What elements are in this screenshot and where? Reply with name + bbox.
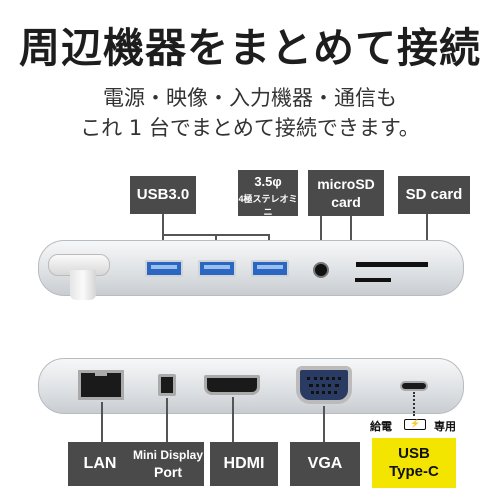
usb-a-port-icon [251, 260, 289, 277]
usb-c-port-icon [400, 381, 428, 391]
audio-label-line-1: 3.5φ [254, 174, 282, 189]
audio-label: 3.5φ 4極ステレオミニ [238, 170, 298, 217]
microsd-label-line-2: card [331, 194, 361, 210]
sd-card-label: SD card [398, 176, 470, 214]
page-title: 周辺機器をまとめて接続 [19, 24, 481, 72]
usb-type-c-label-line-2: Type-C [389, 463, 439, 480]
vga-label: VGA [290, 442, 360, 486]
usb3-label: USB3.0 [130, 176, 196, 214]
usb-a-port-icon [198, 260, 236, 277]
subtitle-line-2: これ 1 台でまとめて接続できます。 [80, 116, 420, 140]
hub-cable-tail [70, 270, 96, 300]
hdmi-port-icon [204, 375, 260, 395]
mini-displayport-label: Mini Display Port [132, 442, 204, 486]
sd-slot-icon [356, 262, 428, 267]
subtitle-line-1: 電源・映像・入力機器・通信も [103, 86, 397, 110]
audio-label-line-2: 4極ステレオミニ [238, 194, 298, 217]
vga-port-icon [296, 366, 352, 404]
ethernet-port-icon [78, 370, 124, 400]
mini-displayport-label-line-2: Port [154, 464, 182, 480]
power-note-right: 専用 [434, 421, 456, 433]
charging-icon: ⚡ [404, 419, 426, 430]
microsd-slot-icon [355, 278, 391, 282]
power-note-left: 給電 [370, 421, 392, 433]
usb-a-port-icon [145, 260, 183, 277]
audio-jack-icon [313, 262, 329, 278]
microsd-label: microSD card [308, 170, 384, 216]
mini-displayport-icon [158, 374, 176, 396]
usb-type-c-label: USB Type-C [372, 438, 456, 488]
mini-displayport-label-line-1: Mini Display [132, 448, 203, 462]
microsd-label-line-1: microSD [317, 176, 375, 192]
usb-type-c-label-line-1: USB [398, 445, 430, 462]
power-delivery-note: 給電 ⚡ 専用 [364, 416, 466, 434]
lan-label: LAN [68, 442, 132, 486]
hdmi-label: HDMI [210, 442, 278, 486]
